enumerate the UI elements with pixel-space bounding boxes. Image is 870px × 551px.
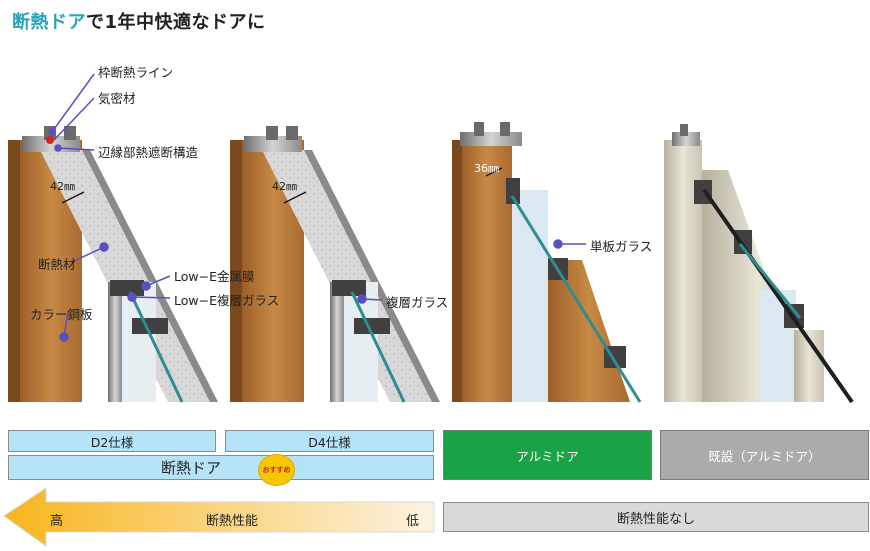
no-insulation-box: 断熱性能なし (443, 502, 869, 532)
existing-door-box: 既設（アルミドア） (660, 430, 869, 480)
insulated-door-bar: 断熱ドア (8, 455, 434, 480)
scale-label: 断熱性能 (206, 514, 259, 529)
insulated-door-label: 断熱ドア (160, 459, 221, 477)
scale-low: 低 (406, 514, 420, 529)
callout-steel: カラー鋼板 (30, 307, 93, 322)
door-existing-section (664, 124, 854, 404)
callout-lowe-coating: Low−E金属膜 (174, 269, 255, 284)
spec-d4: D4仕様 (225, 430, 434, 452)
dimension-arrows (61, 167, 503, 204)
callout-frame-line: 枠断熱ライン (98, 65, 174, 80)
page-title: 断熱ドアで1年中快適なドアに (12, 8, 266, 34)
spec-d2: D2仕様 (8, 430, 216, 452)
scale-high: 高 (50, 514, 64, 529)
door-d2-section (8, 126, 218, 403)
existing-door-label: 既設（アルミドア） (708, 448, 821, 464)
door-aluminum-section (452, 122, 642, 403)
no-insulation-label: 断熱性能なし (616, 511, 695, 527)
callout-leaders (48, 73, 586, 342)
callout-single-glass: 単板ガラス (590, 239, 653, 254)
recommended-badge: おすすめ (259, 455, 294, 485)
dimension-alu: 36㎜ (474, 162, 499, 175)
dimension-d4: 42㎜ (272, 180, 297, 193)
door-d4-section (230, 126, 440, 403)
dimension-d2: 42㎜ (50, 180, 75, 193)
recommended-badge-label: おすすめ (262, 466, 291, 474)
title-accent: 断熱ドア (12, 12, 86, 33)
spec-d2-label: D2仕様 (90, 434, 134, 450)
callout-edge-structure: 辺縁部熱遮断構造 (98, 145, 199, 160)
callout-airtight: 気密材 (98, 91, 136, 106)
callout-double-glass: 複層ガラス (386, 295, 449, 310)
callout-insulation: 断熱材 (38, 257, 76, 272)
callout-lowe-glass: Low−E複層ガラス (174, 293, 280, 308)
title-rest: で1年中快適なドアに (86, 12, 266, 33)
aluminum-door-box: アルミドア (443, 430, 652, 480)
aluminum-door-label: アルミドア (516, 448, 579, 464)
spec-d4-label: D4仕様 (308, 434, 351, 450)
insulation-scale-arrow (3, 487, 435, 547)
